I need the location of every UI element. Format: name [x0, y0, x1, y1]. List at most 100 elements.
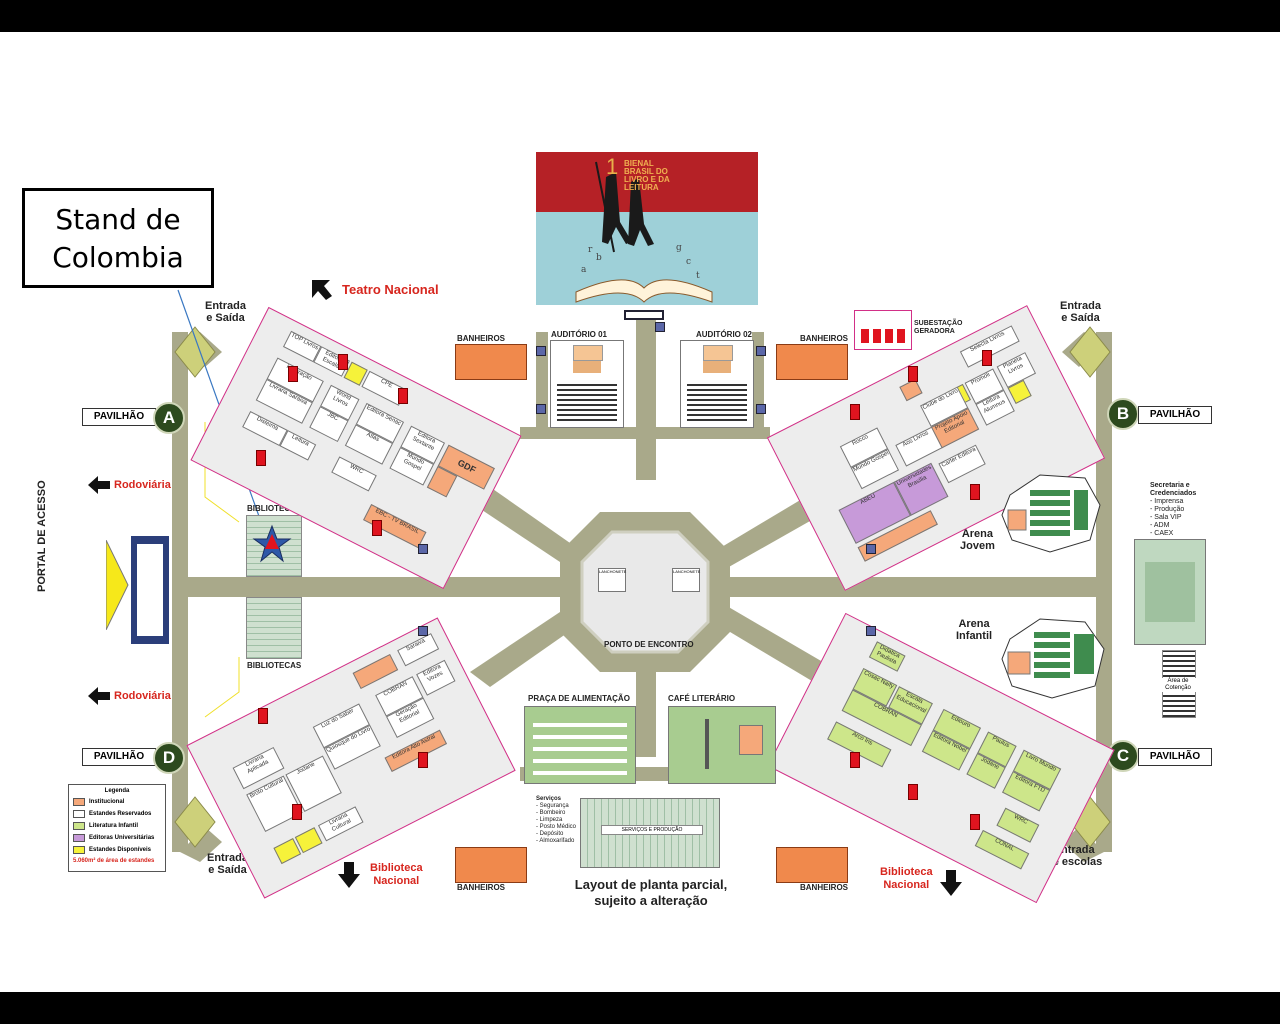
column-marker: [536, 404, 546, 414]
banheiros-br-label: BANHEIROS: [800, 883, 849, 892]
pavilion-b-label: PAVILHÃO: [1138, 406, 1212, 424]
bibliotecas-top-label: BIBLIOTECAS: [247, 504, 302, 513]
legend-title: Legenda: [104, 788, 130, 794]
fire-extinguisher-marker: [372, 520, 382, 536]
svg-text:b: b: [596, 253, 602, 263]
poster-number: 1: [606, 154, 619, 179]
fire-extinguisher-marker: [970, 484, 980, 500]
callout-box: Stand de Colombia: [22, 188, 214, 288]
fire-extinguisher-marker: [908, 366, 918, 382]
fire-extinguisher-marker: [338, 354, 348, 370]
legend-item: Institucional: [73, 796, 161, 808]
teatro-label: Teatro Nacional: [342, 282, 439, 297]
fire-extinguisher-marker: [258, 708, 268, 724]
cafe-literario: [668, 706, 776, 784]
fire-extinguisher-marker: [908, 784, 918, 800]
portal-label: PORTAL DE ACESSO: [36, 480, 48, 592]
fire-extinguisher-marker: [256, 450, 266, 466]
pavilion-d-marker[interactable]: D: [153, 742, 185, 774]
stand[interactable]: [352, 653, 399, 690]
svg-text:g: g: [676, 243, 682, 253]
stand[interactable]: Livraria Cultural: [317, 806, 364, 842]
banheiro-tr: [776, 344, 848, 380]
stand[interactable]: Saraiva: [397, 633, 440, 667]
svg-text:t: t: [696, 271, 700, 281]
rodoviaria-label-top: Rodoviária: [114, 479, 171, 491]
column-marker: [866, 626, 876, 636]
poster-title: BIENAL BRASIL DO LIVRO E DA LEITURA: [624, 159, 670, 192]
portal-gate-inner: [137, 544, 163, 636]
fire-extinguisher-marker: [288, 366, 298, 382]
callout-line1: Stand de: [55, 203, 181, 236]
arrow-up-left-icon: [312, 280, 332, 300]
pavilion-c-label: PAVILHÃO: [1138, 748, 1212, 766]
stand[interactable]: Editora Vozes: [416, 659, 456, 696]
legend-item: Estandes Reservados: [73, 808, 161, 820]
biblioteca-bottom: [246, 597, 302, 659]
auditorio2: [680, 340, 754, 428]
layout-note: Layout de planta parcial,sujeito a alter…: [574, 877, 728, 908]
column-marker: [756, 346, 766, 356]
column-marker: [756, 404, 766, 414]
legend-item: Literatura Infantil: [73, 820, 161, 832]
legend-item: Editoras Universitárias: [73, 832, 161, 844]
auditorio1-label: AUDITÓRIO 01: [551, 330, 608, 339]
callout-line2: Colombia: [52, 241, 184, 274]
column-marker: [418, 544, 428, 554]
praca-alimentacao: [524, 706, 636, 784]
arrow-left-icon: [88, 687, 110, 705]
secretaria-text: Secretaria e Credenciados - Imprensa - P…: [1150, 482, 1197, 537]
stand[interactable]: Leitura: [279, 430, 317, 461]
arrow-down-icon: [338, 862, 360, 888]
colombia-star-icon[interactable]: [252, 524, 292, 564]
stand[interactable]: Editora Alto Astral: [384, 729, 448, 773]
fire-extinguisher-marker: [850, 404, 860, 420]
poster-top: [536, 152, 758, 212]
stand[interactable]: [899, 378, 923, 402]
fire-extinguisher-marker: [970, 814, 980, 830]
banheiro-br: [776, 847, 848, 883]
svg-text:r: r: [588, 245, 593, 255]
fire-extinguisher-marker: [292, 804, 302, 820]
arrow-left-icon: [88, 476, 110, 494]
stand[interactable]: Carter Editora: [938, 444, 986, 484]
column-marker: [536, 346, 546, 356]
stand[interactable]: Didática Paulista: [868, 641, 906, 672]
pavilion-d-label: PAVILHÃO: [82, 748, 156, 766]
fire-extinguisher-marker: [418, 752, 428, 768]
banheiros-tl-label: BANHEIROS: [457, 334, 506, 343]
pavilion-a-label: PAVILHÃO: [82, 408, 156, 426]
lanchonete-right: LANCHONETE: [672, 568, 700, 592]
column-marker: [866, 544, 876, 554]
servicos-text: Serviços - Segurança - Bombeiro - Limpez…: [536, 796, 577, 844]
stand[interactable]: WRC: [331, 456, 377, 492]
pavilion-a-marker[interactable]: A: [153, 402, 185, 434]
svg-text:c: c: [686, 257, 691, 267]
arena-jovem-map: [1001, 474, 1101, 553]
fire-extinguisher-marker: [398, 388, 408, 404]
pavilion-b-marker[interactable]: B: [1107, 398, 1139, 430]
servicos-area: SERVIÇOS E PRODUÇÃO: [580, 798, 720, 868]
arena-infantil-map: [1001, 618, 1105, 699]
praca-label: PRAÇA DE ALIMENTAÇÃO: [528, 694, 630, 703]
auditorio2-label: AUDITÓRIO 02: [696, 330, 753, 339]
pavilion-c-marker[interactable]: C: [1107, 740, 1139, 772]
banheiro-tl: [455, 344, 527, 380]
legend: Legenda Institucional Estandes Reservado…: [68, 784, 166, 872]
cafe-label: CAFÉ LITERÁRIO: [668, 694, 736, 703]
stand[interactable]: WRC: [996, 807, 1040, 843]
portal-arrow-icon: [106, 540, 129, 630]
biblioteca-top: [246, 515, 302, 577]
lanchonete-left: LANCHONETE: [598, 568, 626, 592]
